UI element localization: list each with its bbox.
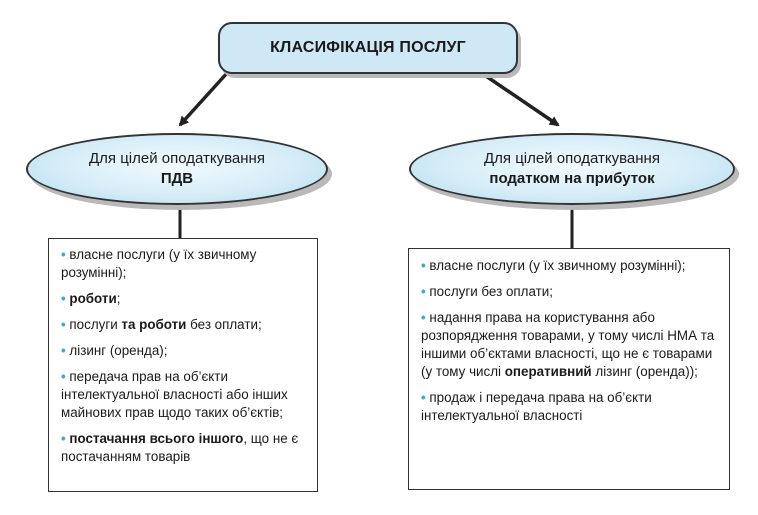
list-item-text: оперативний [504, 364, 592, 379]
category-profit-line2: податком на прибуток [489, 170, 655, 187]
list-item: • лізинг (оренда); [61, 342, 307, 360]
list-item: • роботи; [61, 290, 307, 308]
category-vat: Для цілей оподаткування ПДВ [26, 133, 328, 205]
diagram-title: КЛАСИФІКАЦІЯ ПОСЛУГ [270, 39, 466, 56]
list-item-text: , що не є постачанням товарів [61, 431, 299, 464]
list-item: • послуги та роботи без оплати; [61, 316, 307, 334]
arrow-to-left [178, 70, 230, 127]
bullet-icon: • [61, 317, 70, 332]
bullet-icon: • [61, 247, 70, 262]
list-item-text: послуги [69, 317, 122, 332]
category-profit-line1: Для цілей оподаткування [484, 150, 660, 167]
list-item-text: ; [116, 291, 121, 306]
profit-tax-list: • власне послуги (у їх звичному розумінн… [408, 248, 730, 490]
bullet-icon: • [421, 390, 430, 405]
bullet-icon: • [61, 291, 70, 306]
list-item-text: продаж і передача права на об’єкти інтел… [421, 390, 652, 423]
list-item-text: власне послуги (у їх звичному розумінні)… [429, 258, 686, 273]
list-item: • постачання всього іншого, що не є пост… [61, 430, 307, 466]
title-box: КЛАСИФІКАЦІЯ ПОСЛУГ [218, 22, 518, 74]
list-item-text: послуги без оплати; [429, 284, 553, 299]
list-item: • власне послуги (у їх звичному розумінн… [61, 246, 307, 282]
arrow-to-right [479, 70, 560, 127]
bullet-icon: • [61, 431, 70, 446]
category-vat-line1: Для цілей оподаткування [89, 150, 265, 167]
list-item: • надання права на користування або розп… [421, 309, 719, 381]
bullet-icon: • [421, 310, 430, 325]
list-item-text: лізинг (оренда)); [591, 364, 698, 379]
list-item-text: без оплати; [186, 317, 262, 332]
bullet-icon: • [61, 343, 70, 358]
list-item-text: постачання всього іншого [69, 431, 244, 446]
list-item-text: лізинг (оренда); [69, 343, 168, 358]
category-vat-line2: ПДВ [160, 170, 194, 187]
list-item-text: роботи [69, 291, 117, 306]
list-item-text: надання права на користування або розпор… [421, 310, 715, 379]
list-item-text: власне послуги (у їх звичному розумінні)… [61, 247, 257, 280]
bullet-icon: • [421, 258, 430, 273]
vat-list: • власне послуги (у їх звичному розумінн… [48, 238, 318, 492]
list-item: • власне послуги (у їх звичному розумінн… [421, 257, 719, 275]
list-item: • продаж і передача права на об’єкти інт… [421, 389, 719, 425]
list-item-text: передача прав на об’єкти інтелектуальної… [61, 369, 288, 420]
list-item-text: та роботи [121, 317, 187, 332]
category-profit-tax: Для цілей оподаткування податком на приб… [409, 133, 735, 205]
bullet-icon: • [61, 369, 70, 384]
list-item: • передача прав на об’єкти інтелектуальн… [61, 368, 307, 422]
bullet-icon: • [421, 284, 430, 299]
list-item: • послуги без оплати; [421, 283, 719, 301]
